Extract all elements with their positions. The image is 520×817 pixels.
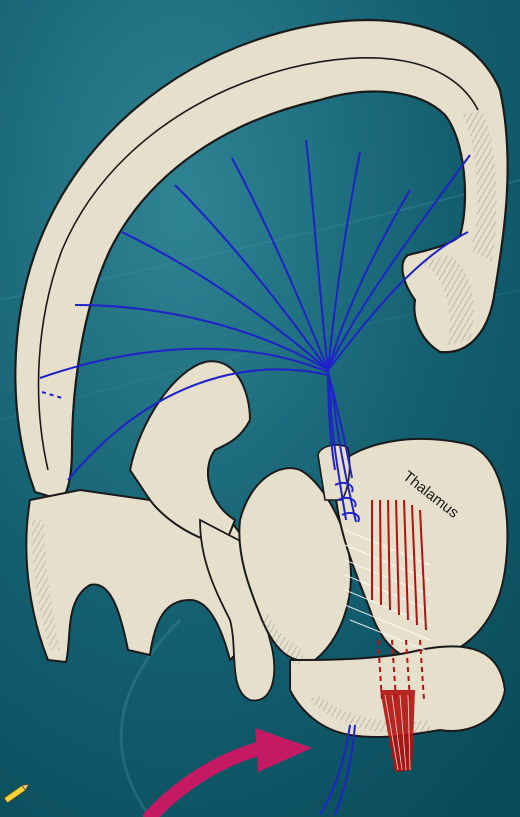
brain-illustration: Thalamus <box>0 0 520 817</box>
diagram-canvas: Thalamus <box>0 0 520 817</box>
